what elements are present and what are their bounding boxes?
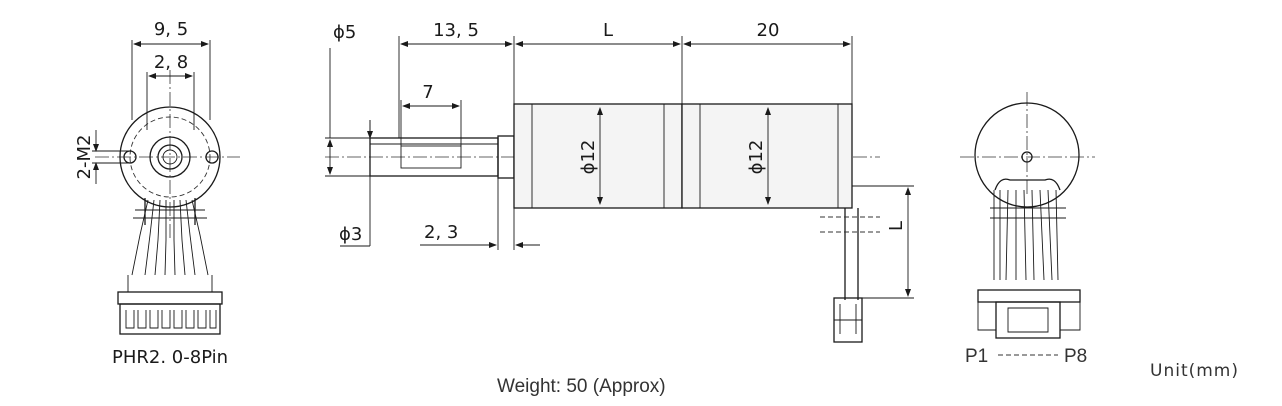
dim-flat-length: 7 [422,82,433,103]
dim-gearbox-diameter: ϕ12 [578,140,599,175]
dim-motor-diameter: ϕ12 [746,140,767,175]
pin-label-p1: P1 [965,346,988,367]
dim-cable-length: L [886,221,907,231]
dim-shaft-length: 13, 5 [433,20,479,41]
dim-hole-callout: 2-M2 [74,135,95,180]
shaft-flat [400,145,462,169]
front-view: 9, 5 2, 8 2-M2 PHR2. 0-8Pin [74,19,240,368]
unit-note: Unit(mm) [1150,361,1239,381]
side-view: ϕ12 ϕ12 13, 5 L 20 7 ϕ5 ϕ3 [325,20,914,343]
connector-type-label: PHR2. 0-8Pin [112,347,228,368]
rear-view: P1 P8 [960,92,1095,367]
dim-flat-diameter: ϕ3 [339,224,362,245]
rear-face-outline [974,102,1080,208]
connector-body [119,303,221,335]
connector-top [117,291,223,305]
motor-body [681,103,853,209]
dim-collar-width: 2, 3 [424,222,458,243]
dim-motor-length: 20 [757,20,780,41]
rear-connector-body [995,301,1061,339]
dim-front-width: 9, 5 [154,19,188,40]
pin-label-p8: P8 [1064,346,1087,367]
rear-connector-top [977,289,1081,303]
dim-shaft-diameter: ϕ5 [333,22,356,43]
dim-gearbox-length: L [603,20,613,41]
weight-note: Weight: 50 (Approx) [497,376,666,397]
front-face-outline [119,106,221,208]
dim-front-inner-width: 2, 8 [154,52,188,73]
mounting-hole-right [205,150,219,164]
